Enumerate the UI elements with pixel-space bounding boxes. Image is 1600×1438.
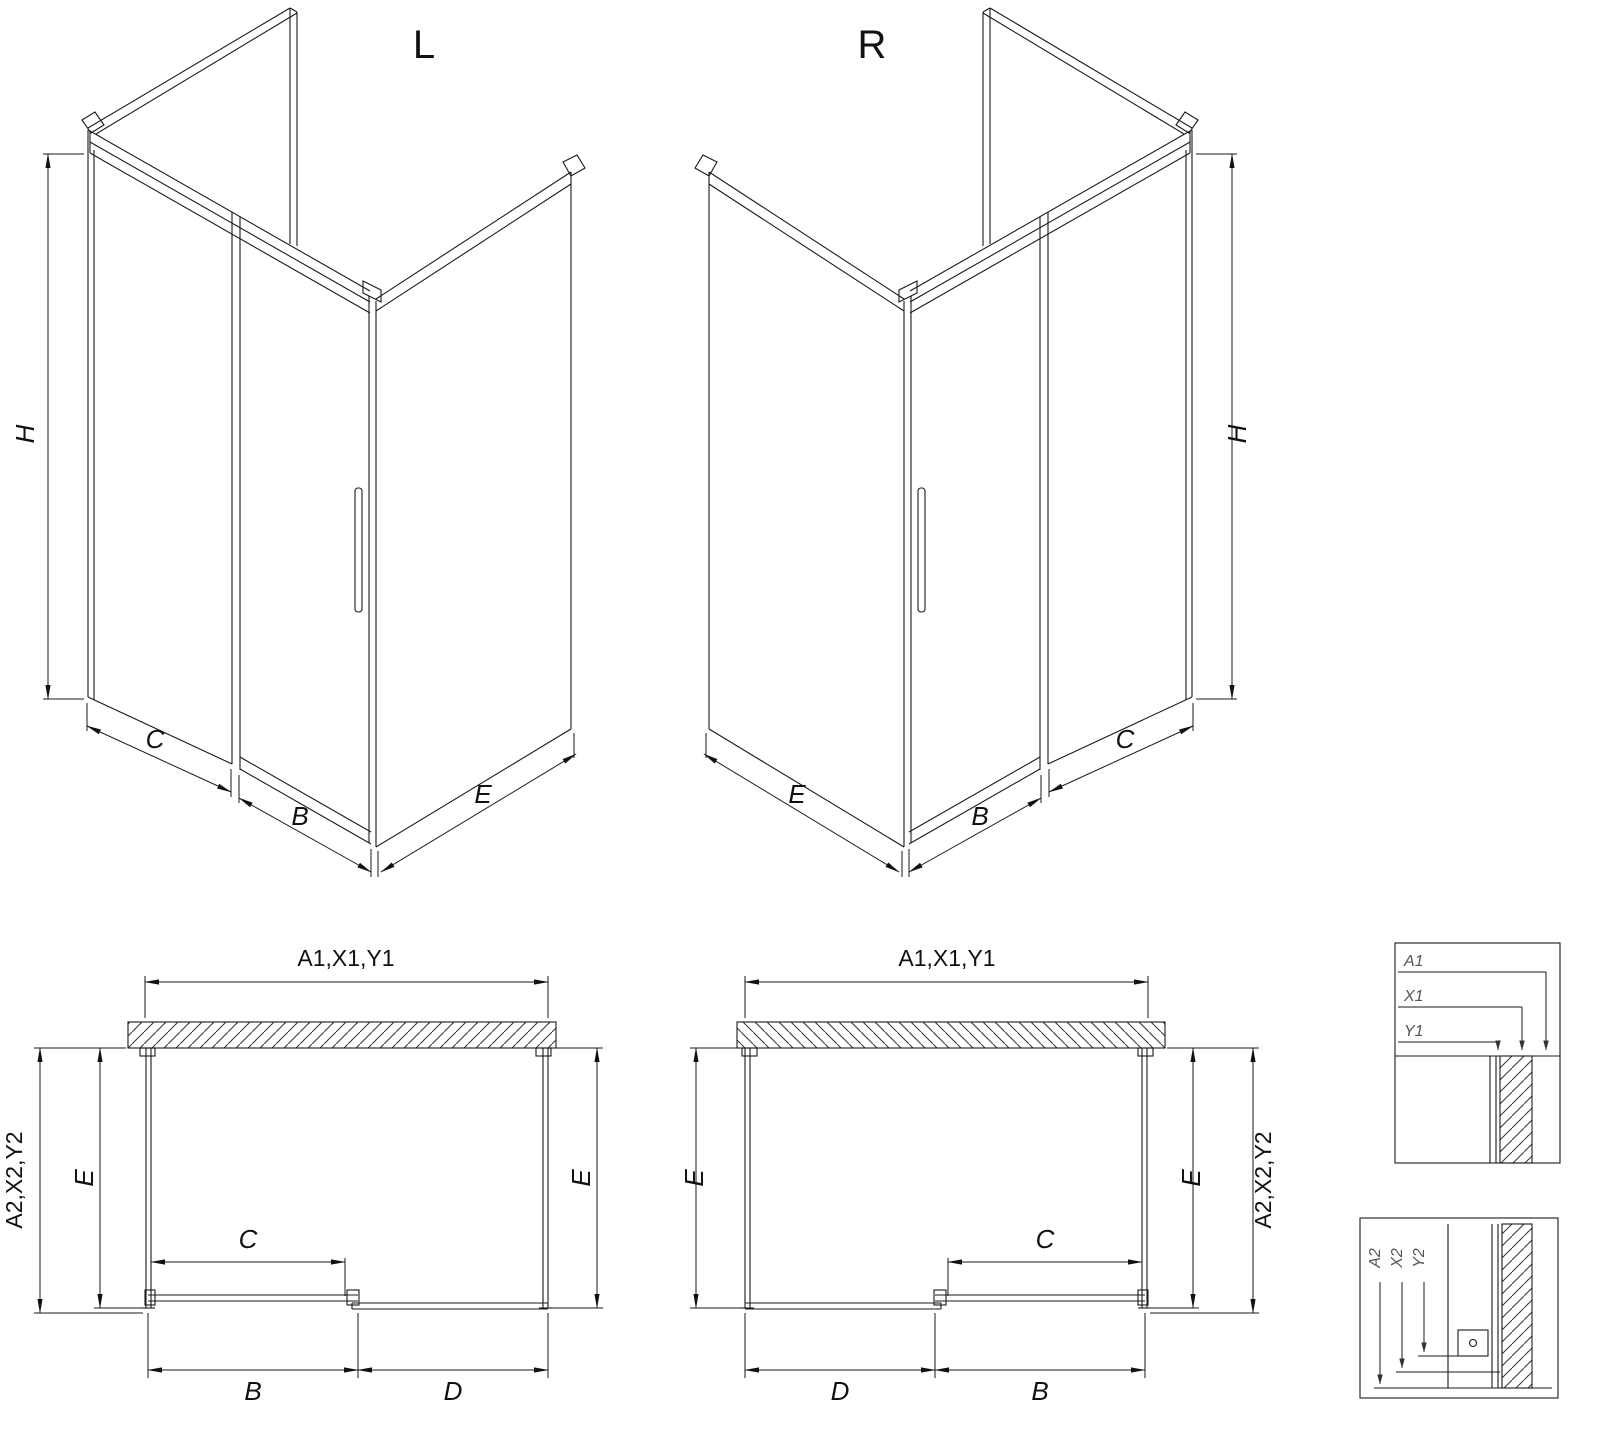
- detail-frame: [1359, 1217, 1559, 1399]
- dim-label-e: E: [474, 779, 492, 809]
- detail-label-x2: X2: [1389, 1248, 1406, 1269]
- wall-bracket-top-right: [562, 154, 586, 177]
- door-handle: [354, 487, 363, 613]
- dim-label-c: C: [1116, 724, 1135, 754]
- dim-label-e: E: [788, 779, 806, 809]
- view-label-right: R: [858, 23, 887, 67]
- wall-section-hatched: [127, 1021, 557, 1049]
- iso-enclosure-linework-mirrored: [695, 8, 1237, 877]
- dim-label-b: B: [244, 1376, 261, 1406]
- dim-label-a1x1y1: A1,X1,Y1: [297, 945, 394, 971]
- plan-right-view: A1,X1,Y1 A2,X2,Y2 E E C D B: [679, 945, 1276, 1406]
- dim-label-c: C: [239, 1224, 258, 1254]
- dim-label-e-right: E: [1176, 1169, 1206, 1187]
- dim-label-b: B: [971, 801, 988, 831]
- plan-enclosure-linework-mirrored: [690, 976, 1259, 1378]
- dim-label-h: H: [10, 424, 40, 443]
- corner-connector: [362, 280, 382, 303]
- dim-label-e-left: E: [679, 1169, 709, 1187]
- dim-label-c: C: [1036, 1224, 1055, 1254]
- roller-wheel: [1468, 1338, 1478, 1348]
- iso-right-view: R H C B E: [695, 8, 1252, 877]
- detail-label-x1: X1: [1403, 988, 1424, 1005]
- dim-label-e-left: E: [69, 1169, 99, 1187]
- wall-profile-hatched: [1499, 1055, 1533, 1164]
- dim-label-a1x1y1: A1,X1,Y1: [898, 945, 995, 971]
- iso-left-view: L H C B E: [10, 7, 586, 877]
- detail-bottom-view: A2 X2 Y2: [1359, 1217, 1559, 1399]
- dim-label-d: D: [831, 1376, 850, 1406]
- bottom-roller-block: [1457, 1329, 1489, 1357]
- dim-label-c: C: [146, 724, 165, 754]
- detail-label-a2: A2: [1367, 1248, 1384, 1269]
- plan-enclosure-linework: [34, 976, 603, 1378]
- dim-label-a2x2y2: A2,X2,Y2: [1250, 1131, 1276, 1228]
- detail-top-view: A1 X1 Y1: [1394, 942, 1561, 1164]
- detail-label-a1: A1: [1403, 953, 1424, 970]
- dim-label-a2x2y2: A2,X2,Y2: [1, 1131, 27, 1228]
- detail-frame: [1394, 942, 1561, 1164]
- wall-profile-hatched: [1501, 1223, 1533, 1389]
- plan-left-view: A1,X1,Y1 A2,X2,Y2 E E C B D: [1, 945, 603, 1406]
- dim-label-e-right: E: [566, 1169, 596, 1187]
- dim-label-b: B: [291, 801, 308, 831]
- iso-enclosure-linework: [43, 7, 586, 877]
- dim-label-d: D: [444, 1376, 463, 1406]
- detail-label-y2: Y2: [1411, 1248, 1428, 1268]
- detail-label-y1: Y1: [1404, 1023, 1424, 1040]
- dim-label-h: H: [1222, 424, 1252, 443]
- wall-bracket-top-left: [81, 111, 105, 134]
- view-label-left: L: [413, 23, 435, 67]
- dim-label-b: B: [1031, 1376, 1048, 1406]
- iso-dimension-lines: [43, 153, 577, 877]
